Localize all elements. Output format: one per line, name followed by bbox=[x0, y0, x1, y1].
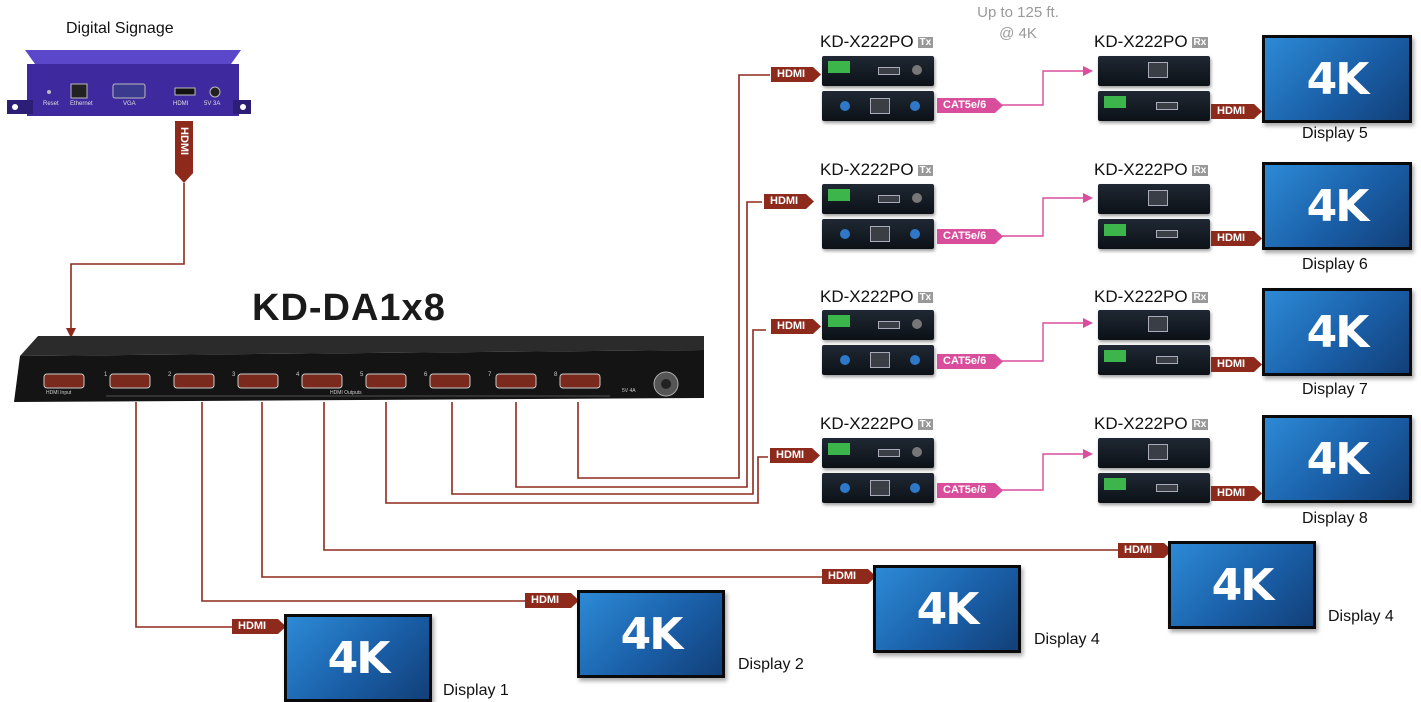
hdmi-tag-tx-2: HDMI bbox=[764, 194, 814, 209]
display-4-screen: 4K bbox=[1168, 541, 1316, 629]
port-number-7: 7 bbox=[488, 372, 492, 378]
display-5-screen: 4K bbox=[1262, 35, 1412, 123]
wire-output-4 bbox=[323, 402, 1118, 551]
port-number-4: 4 bbox=[296, 372, 300, 378]
port-number-5: 5 bbox=[360, 372, 364, 378]
display-6-label: Display 6 bbox=[1302, 256, 1368, 273]
port-label-hdmi: HDMI bbox=[173, 101, 189, 107]
transmitter-unit bbox=[822, 438, 934, 468]
display-2-screen: 4K bbox=[577, 590, 725, 678]
wire-output-3 bbox=[261, 402, 822, 578]
display-8-label: Display 8 bbox=[1302, 510, 1368, 527]
port-label-reset: Reset bbox=[43, 101, 59, 107]
port-number-6: 6 bbox=[424, 372, 428, 378]
hdmi-tag-display-1: HDMI bbox=[232, 619, 286, 634]
receiver-unit-rear bbox=[1098, 219, 1210, 249]
hdmi-tag-tx-1: HDMI bbox=[771, 67, 821, 82]
transmitter-unit bbox=[822, 310, 934, 340]
display-8-screen: 4K bbox=[1262, 415, 1412, 503]
hdmi-tag-source: HDMI bbox=[175, 121, 193, 183]
port-number-2: 2 bbox=[168, 372, 172, 378]
cat-tag-2: CAT5e/6 bbox=[937, 229, 1003, 244]
display-3-screen: 4K bbox=[873, 565, 1021, 653]
receiver-unit bbox=[1098, 438, 1210, 468]
hdmi-tag-display-2: HDMI bbox=[525, 593, 579, 608]
display-2-label: Display 2 bbox=[738, 656, 804, 673]
hdmi-tag-rx-4: HDMI bbox=[1211, 486, 1262, 501]
receiver-unit bbox=[1098, 310, 1210, 340]
port-number-3: 3 bbox=[232, 372, 236, 378]
digital-signage-player bbox=[7, 50, 251, 116]
hdmi-tag-tx-3: HDMI bbox=[771, 319, 821, 334]
wire-output-1 bbox=[135, 402, 232, 628]
power-label: 5V 4A bbox=[622, 388, 636, 394]
display-3-label: Display 4 bbox=[1034, 631, 1100, 648]
receiver-unit-rear bbox=[1098, 91, 1210, 121]
hdmi-tag-tx-4: HDMI bbox=[770, 448, 820, 463]
hdmi-tag-rx-3: HDMI bbox=[1211, 357, 1262, 372]
wire-output-6 bbox=[451, 329, 766, 495]
wire-output-5 bbox=[385, 402, 768, 504]
cat-tag-3: CAT5e/6 bbox=[937, 354, 1003, 369]
wire-output-8 bbox=[577, 74, 770, 479]
port-label-vga: VGA bbox=[123, 101, 136, 107]
port-label-power: 5V 3A bbox=[204, 101, 221, 107]
hdmi-tag-display-4: HDMI bbox=[1118, 543, 1172, 558]
cat-wire-1 bbox=[1002, 70, 1085, 106]
port-label-ethernet: Ethernet bbox=[70, 101, 93, 107]
wire-source-to-distributor bbox=[70, 183, 185, 330]
cat-tag-4: CAT5e/6 bbox=[937, 483, 1003, 498]
hdmi-input-label: HDMI Input bbox=[46, 390, 72, 396]
display-7-screen: 4K bbox=[1262, 288, 1412, 376]
transmitter-unit-rear bbox=[822, 345, 934, 375]
cat-tag-1: CAT5e/6 bbox=[937, 98, 1003, 113]
distribution-amplifier bbox=[14, 336, 704, 402]
receiver-unit-rear bbox=[1098, 473, 1210, 503]
port-number-8: 8 bbox=[554, 372, 558, 378]
receiver-unit bbox=[1098, 184, 1210, 214]
cat-wire-3 bbox=[1002, 322, 1085, 362]
range-note: Up to 125 ft.@ 4K bbox=[977, 4, 1059, 42]
hdmi-outputs-label: HDMI Outputs bbox=[330, 390, 362, 396]
display-1-label: Display 1 bbox=[443, 682, 509, 699]
hdmi-tag-rx-2: HDMI bbox=[1211, 231, 1262, 246]
wire-output-7 bbox=[515, 201, 762, 488]
display-5-label: Display 5 bbox=[1302, 125, 1368, 142]
transmitter-unit-rear bbox=[822, 473, 934, 503]
distributor-title: KD-DA1x8 bbox=[252, 287, 446, 329]
port-number-1: 1 bbox=[104, 372, 108, 378]
source-device-title: Digital Signage bbox=[66, 20, 174, 37]
cat-wire-2 bbox=[1002, 197, 1085, 237]
transmitter-unit bbox=[822, 56, 934, 86]
wire-output-2 bbox=[201, 402, 525, 602]
hdmi-tag-display-3: HDMI bbox=[822, 569, 876, 584]
display-7-label: Display 7 bbox=[1302, 381, 1368, 398]
receiver-unit bbox=[1098, 56, 1210, 86]
transmitter-unit bbox=[822, 184, 934, 214]
display-1-screen: 4K bbox=[284, 614, 432, 702]
cat-wire-4 bbox=[1002, 453, 1085, 491]
display-4-label: Display 4 bbox=[1328, 608, 1394, 625]
receiver-unit-rear bbox=[1098, 345, 1210, 375]
display-6-screen: 4K bbox=[1262, 162, 1412, 250]
transmitter-unit-rear bbox=[822, 219, 934, 249]
hdmi-tag-rx-1: HDMI bbox=[1211, 104, 1262, 119]
transmitter-unit-rear bbox=[822, 91, 934, 121]
